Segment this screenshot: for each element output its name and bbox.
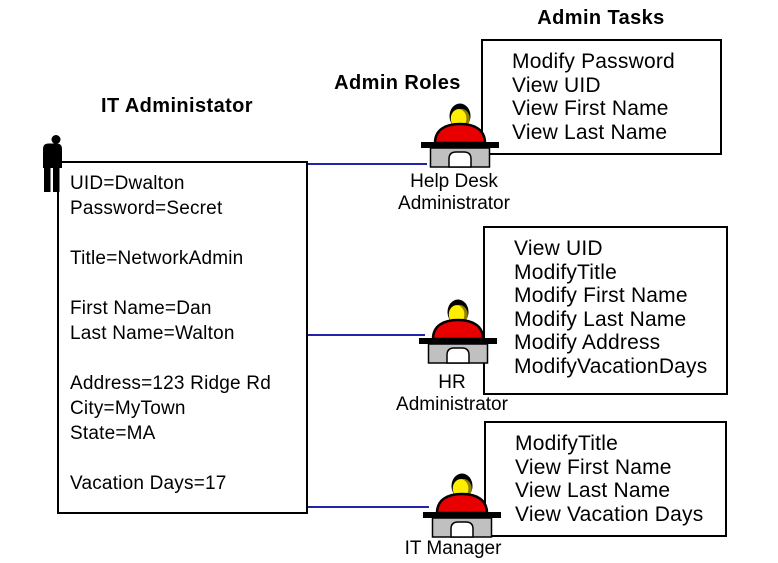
attr-line-address: Address=123 Ridge Rd [70,373,271,394]
task-line: Modify Password [512,50,675,73]
role-label-line: Administrator [398,193,510,214]
attr-line-blank [70,271,304,296]
role-label-line: Help Desk [410,171,498,192]
attr-line-password: Password=Secret [70,198,223,219]
connector-it-manager-line [307,506,429,508]
admin-roles-heading: Admin Roles [334,72,461,94]
role-label-line: HR [438,372,466,393]
role-label-line: IT Manager [404,538,502,559]
task-line: View First Name [512,97,669,120]
role-label-line: Administrator [396,394,508,415]
attr-line-uid: UID=Dwalton [70,173,185,194]
hr-tasks-box: View UID ModifyTitle Modify First Name M… [483,226,728,395]
task-line: View First Name [515,455,672,479]
admin-tasks-heading: Admin Tasks [537,7,665,29]
it-manager-person-at-desk-icon [423,473,501,538]
task-line: ModifyTitle [515,432,618,455]
attr-line-blank [70,221,304,246]
attr-line-first-name: First Name=Dan [70,298,212,319]
help-desk-tasks-box: Modify Password View UID View First Name… [481,39,722,155]
help-desk-administrator-label: Help Desk Administrator [390,171,518,215]
task-line: View UID [512,73,601,97]
task-line: Modify First Name [514,284,688,307]
attr-line-last-name: Last Name=Walton [70,323,235,344]
task-line: View Last Name [512,120,668,144]
connector-help-desk-line [307,163,427,165]
connector-hr-line [307,334,425,336]
it-manager-tasks-box: ModifyTitle View First Name View Last Na… [484,421,727,537]
it-administrator-heading: IT Administator [101,95,253,117]
attr-line-title: Title=NetworkAdmin [70,248,244,269]
attr-line-state: State=MA [70,423,156,444]
task-line: Modify Address [514,331,661,354]
task-line: ModifyTitle [514,260,617,284]
attr-line-blank [70,346,304,371]
help-desk-person-at-desk-icon [421,103,499,168]
attr-line-vacation-days: Vacation Days=17 [70,473,227,494]
attr-line-city: City=MyTown [70,398,186,419]
standing-person-icon [43,135,62,192]
hr-person-at-desk-icon [419,299,497,364]
task-line: ModifyVacationDays [514,354,708,378]
task-line: Modify Last Name [514,307,687,331]
attr-line-blank [70,446,304,471]
task-line: View Vacation Days [515,502,704,526]
task-line: View Last Name [515,479,671,502]
it-manager-label: IT Manager [392,538,514,560]
user-attributes-box: UID=Dwalton Password=Secret Title=Networ… [57,161,308,514]
task-line: View UID [514,237,603,260]
hr-administrator-label: HR Administrator [388,372,516,416]
